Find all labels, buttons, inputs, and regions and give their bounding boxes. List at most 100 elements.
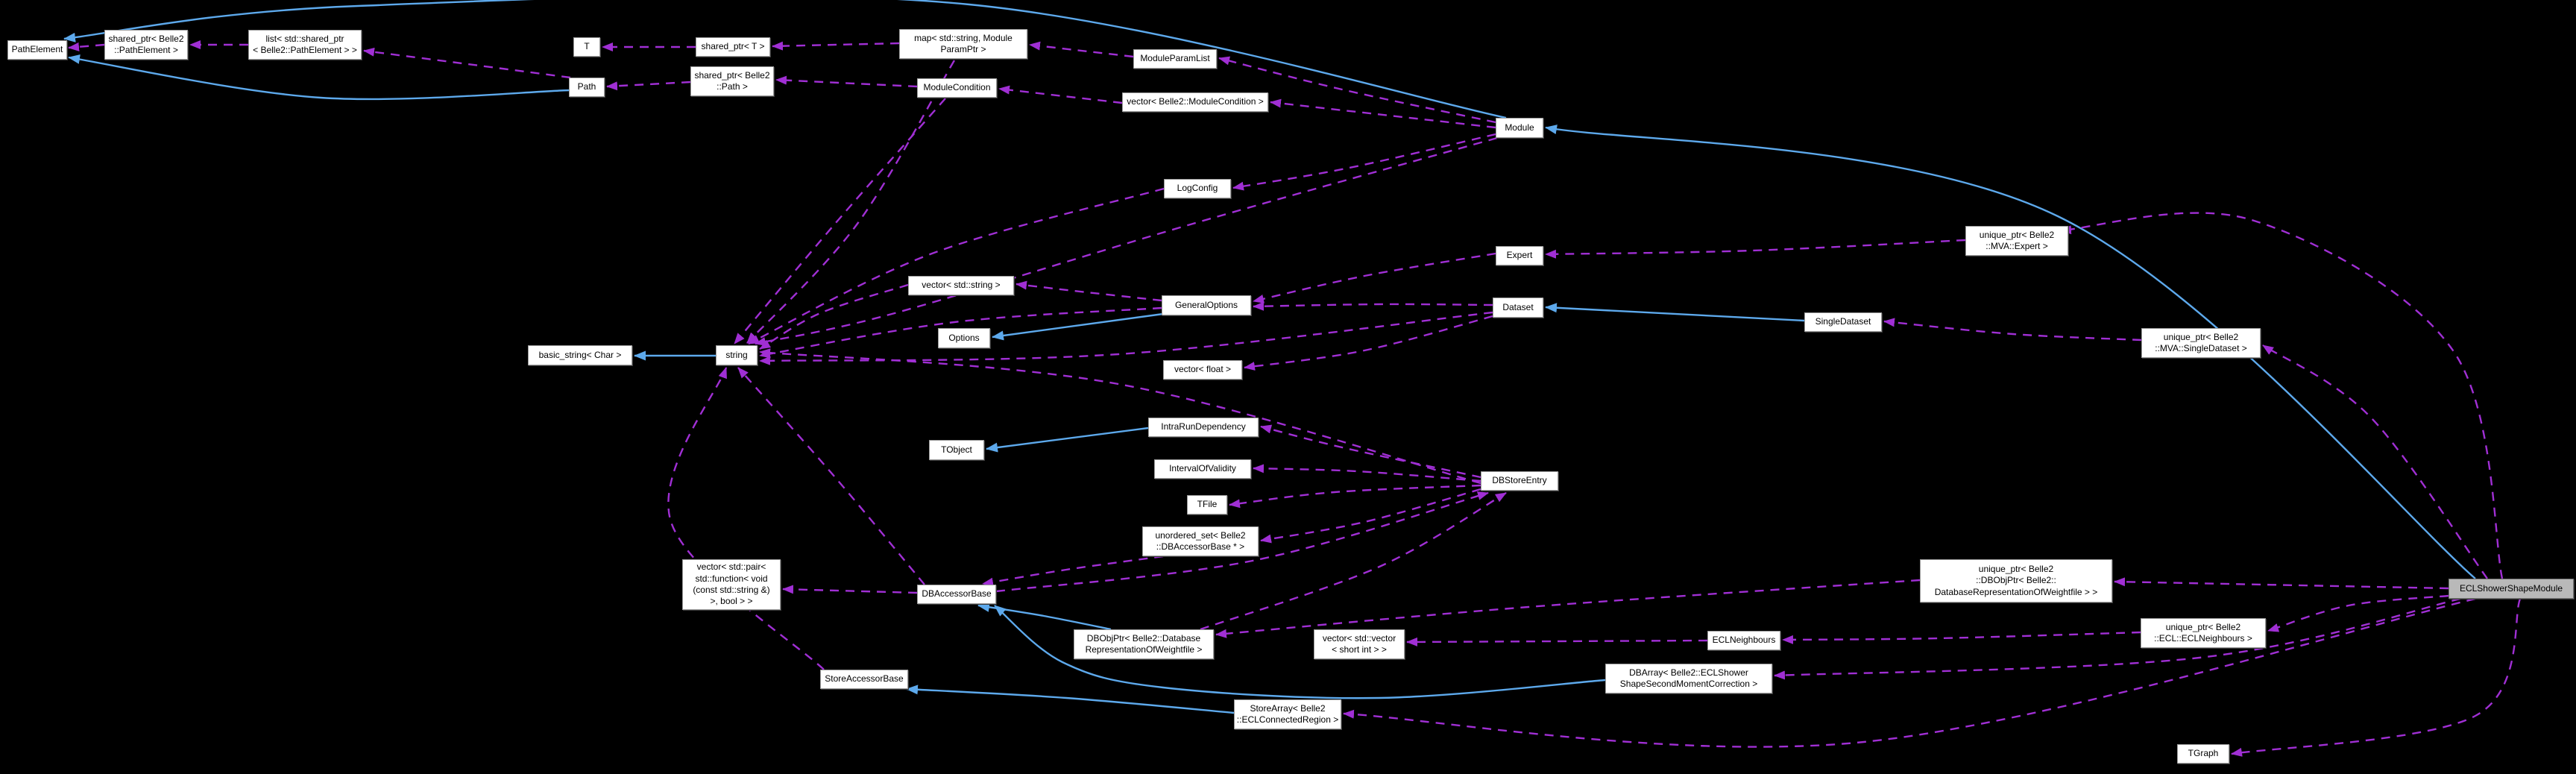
node-label: ParamPtr > [940, 44, 986, 54]
node-path-element[interactable]: PathElement [7, 40, 67, 60]
node-tfile[interactable]: TFile [1187, 495, 1227, 515]
edge-module-param-list--map-string-module-param-ptr [1029, 41, 1134, 58]
edge-db-obj-ptr-weightfile--db-store-entry [1200, 491, 1507, 631]
node-shared-ptr-path[interactable]: shared_ptr< Belle2::Path > [690, 66, 774, 96]
node-label: ECLShowerShapeModule [2459, 582, 2563, 594]
node-label: StoreArray< Belle2 [1250, 702, 1326, 714]
node-basic-string-char[interactable]: basic_string< Char > [528, 345, 632, 365]
node-path[interactable]: Path [569, 78, 605, 97]
node-ecl-neighbours[interactable]: ECLNeighbours [1707, 631, 1780, 650]
edge-general-options--options [992, 312, 1164, 341]
node-label: basic_string< Char > [538, 349, 622, 360]
node-label: IntraRunDependency [1161, 421, 1246, 432]
node-interval-of-validity[interactable]: IntervalOfValidity [1154, 459, 1251, 479]
node-tgraph[interactable]: TGraph [2177, 744, 2229, 764]
node-label: ::ECL::ECLNeighbours > [2154, 633, 2252, 644]
node-label: DatabaseRepresentationOfWeightfile > > [1934, 586, 2098, 597]
edge-db-store-entry--tfile [1229, 484, 1481, 509]
node-label: SingleDataset [1815, 316, 1871, 327]
edge-general-options--string [759, 306, 1162, 359]
node-db-accessor-base[interactable]: DBAccessorBase [917, 585, 996, 604]
node-label: ::DBAccessorBase * > [1156, 541, 1245, 552]
node-options[interactable]: Options [938, 328, 990, 348]
edge-db-store-entry--unordered-set-db-accessor-base [1260, 488, 1481, 544]
node-label: < Belle2::PathElement > > [253, 45, 357, 55]
edge-db-accessor-base--vector-pair-function [782, 585, 918, 594]
node-unordered-set-db-accessor-base[interactable]: unordered_set< Belle2::DBAccessorBase * … [1142, 526, 1259, 556]
node-expert[interactable]: Expert [1496, 246, 1543, 265]
node-single-dataset[interactable]: SingleDataset [1804, 312, 1882, 332]
edge-ecl-shower-shape-module--unique-ptr-ecl-neighbours [2267, 594, 2449, 632]
node-intra-run-dependency[interactable]: IntraRunDependency [1148, 418, 1259, 437]
node-dataset[interactable]: Dataset [1493, 298, 1543, 318]
node-label: std::function< void [695, 573, 768, 584]
node-list-shared-ptr-path-element[interactable]: list< std::shared_ptr< Belle2::PathEleme… [248, 30, 362, 60]
node-vector-module-condition[interactable]: vector< Belle2::ModuleCondition > [1122, 92, 1268, 112]
edge-db-store-entry--string [759, 348, 1481, 485]
node-label: (const std::string &) [693, 585, 770, 595]
node-label: Expert [1506, 250, 1533, 261]
node-label: Module [1505, 122, 1534, 133]
edge-map-string-module-param-ptr--shared-ptr-t [772, 41, 900, 51]
node-label: shared_ptr< Belle2 [108, 33, 184, 44]
node-label: DBStoreEntry [1492, 475, 1547, 486]
node-label: shared_ptr< T > [701, 41, 765, 52]
node-string[interactable]: string [716, 345, 758, 365]
node-label: ECLNeighbours [1712, 635, 1776, 646]
node-ecl-shower-shape-module[interactable]: ECLShowerShapeModule [2449, 579, 2574, 599]
node-label: unique_ptr< Belle2 [1978, 563, 2054, 574]
node-label: ::Path > [717, 81, 748, 92]
node-shared-ptr-path-element[interactable]: shared_ptr< Belle2::PathElement > [104, 30, 188, 60]
edge-module--module-param-list [1218, 56, 1496, 124]
node-module-param-list[interactable]: ModuleParamList [1133, 49, 1217, 69]
node-module-condition[interactable]: ModuleCondition [917, 78, 997, 98]
edge-unique-ptr-mva-expert--expert [1545, 239, 1966, 259]
node-label: IntervalOfValidity [1169, 463, 1236, 474]
node-log-config[interactable]: LogConfig [1164, 179, 1231, 198]
node-db-store-entry[interactable]: DBStoreEntry [1481, 471, 1558, 491]
node-unique-ptr-db-obj-ptr[interactable]: unique_ptr< Belle2::DBObjPtr< Belle2::Da… [1920, 559, 2112, 602]
node-vector-pair-function[interactable]: vector< std::pair<std::function< void(co… [682, 559, 781, 610]
node-store-accessor-base[interactable]: StoreAccessorBase [820, 670, 908, 689]
node-store-array-ecl-connected-region[interactable]: StoreArray< Belle2::ECLConnectedRegion > [1234, 699, 1341, 729]
node-unique-ptr-mva-single-dataset[interactable]: unique_ptr< Belle2::MVA::SingleDataset > [2141, 328, 2261, 358]
node-label: PathElement [11, 44, 63, 55]
node-label: < short int > > [1332, 644, 1387, 655]
node-label: unique_ptr< Belle2 [1979, 229, 2055, 240]
node-label: vector< float > [1174, 364, 1232, 375]
node-general-options[interactable]: GeneralOptions [1162, 295, 1251, 315]
node-vector-vector-short-int[interactable]: vector< std::vector< short int > > [1314, 629, 1405, 659]
node-label: ::DBObjPtr< Belle2:: [1976, 575, 2056, 586]
edge-store-accessor-base--string [667, 367, 825, 670]
edge-module--string [755, 136, 1498, 346]
node-label: unique_ptr< Belle2 [2163, 331, 2239, 342]
edge-single-dataset--dataset [1545, 303, 1805, 322]
node-unique-ptr-mva-expert[interactable]: unique_ptr< Belle2::MVA::Expert > [1965, 226, 2068, 256]
edge-log-config--string [748, 187, 1165, 345]
node-label: vector< std::pair< [696, 561, 766, 573]
node-label: Path [577, 81, 596, 92]
node-label: StoreAccessorBase [825, 673, 904, 685]
node-vector-float[interactable]: vector< float > [1163, 360, 1242, 380]
node-label: GeneralOptions [1174, 299, 1238, 310]
edge-unique-ptr-mva-single-dataset--single-dataset [1883, 318, 2142, 342]
node-label: unique_ptr< Belle2 [2165, 621, 2241, 632]
node-label: string [725, 349, 748, 360]
node-shared-ptr-t[interactable]: shared_ptr< T > [696, 37, 770, 57]
node-vector-std-string[interactable]: vector< std::string > [908, 276, 1014, 295]
node-label: vector< Belle2::ModuleCondition > [1127, 96, 1264, 107]
node-label: ModuleParamList [1140, 53, 1210, 64]
node-t[interactable]: T [573, 37, 600, 57]
node-label: list< std::shared_ptr [265, 33, 344, 44]
edge-db-store-entry--intra-run-dependency [1260, 424, 1481, 479]
node-module[interactable]: Module [1496, 118, 1543, 138]
node-tobject[interactable]: TObject [929, 440, 984, 460]
node-label: unordered_set< Belle2 [1155, 529, 1246, 541]
edge-ecl-shower-shape-module--unique-ptr-db-obj-ptr [2114, 577, 2449, 590]
node-unique-ptr-ecl-neighbours[interactable]: unique_ptr< Belle2::ECL::ECLNeighbours > [2141, 618, 2266, 648]
edge-dataset--string [759, 311, 1493, 365]
